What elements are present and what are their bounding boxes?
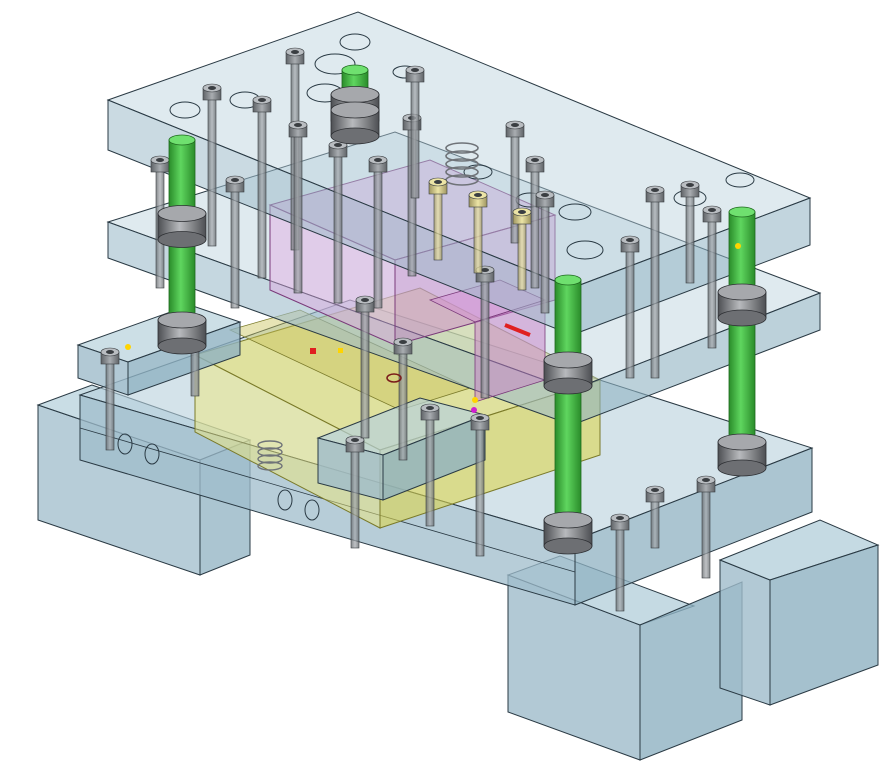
guide-bushing (717, 283, 767, 327)
cap-screw (225, 175, 245, 309)
guide-pillar (543, 274, 593, 555)
cap-screw (702, 205, 722, 349)
guide-bushing (330, 101, 380, 145)
guide-pillar (717, 206, 767, 477)
guide-bushing (157, 205, 207, 248)
base-block-back-right[interactable] (718, 519, 880, 706)
die-spring-lower (257, 440, 283, 471)
cap-screw (535, 190, 555, 314)
cap-screw-gold (468, 190, 488, 274)
cap-screw (645, 185, 665, 379)
guide-bushing (543, 351, 593, 395)
cap-screw (610, 513, 630, 612)
guide-pillar (330, 64, 380, 145)
cap-screw (202, 83, 222, 247)
cap-screw (393, 337, 413, 461)
cap-screw (505, 120, 525, 244)
cap-screw-gold (512, 207, 532, 291)
guide-bushing (543, 511, 593, 555)
cap-screw (620, 235, 640, 379)
guide-pillar (157, 134, 207, 355)
cap-screw (405, 65, 425, 199)
cap-screw-gold (428, 177, 448, 261)
lower-plate-holes (117, 433, 320, 521)
cap-screw (645, 485, 665, 549)
feature-markers (125, 243, 741, 413)
cap-screw (288, 120, 308, 294)
guide-pillars (157, 64, 767, 555)
cap-screw (252, 95, 272, 279)
cap-screw (368, 155, 388, 309)
cap-screw (470, 413, 490, 557)
cap-screw (680, 180, 700, 284)
guide-bushing (157, 311, 207, 355)
cap-screw (100, 347, 120, 451)
cap-screw (696, 475, 716, 579)
cap-screw (355, 295, 375, 439)
cap-screw (345, 435, 365, 549)
cap-screw (525, 155, 545, 289)
guide-bushing (717, 433, 767, 477)
cap-screw (420, 403, 440, 527)
